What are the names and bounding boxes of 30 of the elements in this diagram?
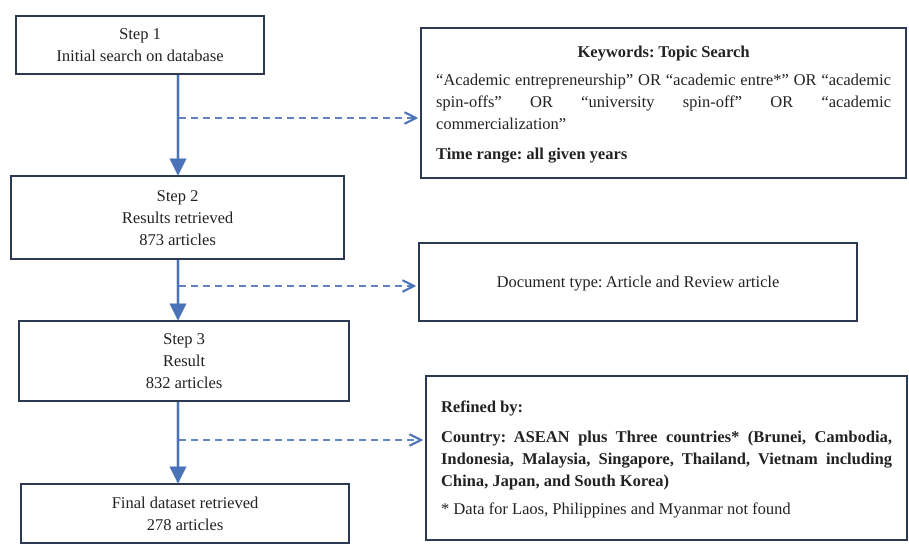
arrow — [169, 75, 187, 176]
box-heading: Step 1 — [118, 23, 162, 45]
box-text: 832 articles — [144, 372, 224, 394]
box-text: 873 articles — [138, 228, 217, 250]
process-box — [20, 483, 350, 544]
box-heading: Step 3 — [162, 328, 206, 350]
box-text: “Academic entrepreneurship” OR “academic entre*” OR “academic spin-offs” OR “university spin-off” OR “academic commercialization” — [436, 69, 891, 135]
box-heading: Keywords: Topic Search — [576, 41, 751, 63]
dashed-arrow — [179, 433, 422, 447]
box-heading: Step 2 — [156, 184, 200, 206]
process-box — [15, 15, 265, 75]
box-text: Document type: Article and Review article — [496, 271, 780, 293]
box-text: Results retrieved — [120, 206, 234, 228]
box-heading: Final dataset retrieved — [110, 492, 260, 514]
box-text: Result — [162, 350, 206, 372]
box-text: Country: ASEAN plus Three countries* (Brunei, Cambodia, Indonesia, Malaysia, Singapore, Thailand, Vietnam including China, Japan, and South Korea) — [441, 426, 892, 492]
dashed-arrow — [179, 279, 416, 293]
process-box — [418, 242, 858, 322]
dashed-arrow — [179, 111, 418, 125]
arrow — [169, 260, 187, 321]
process-box — [420, 27, 907, 179]
process-box — [10, 175, 345, 260]
process-box — [18, 320, 350, 402]
box-heading: Refined by: — [441, 396, 524, 418]
box-text: 278 articles — [146, 514, 224, 536]
box-text: * Data for Laos, Philippines and Myanmar not found — [441, 498, 792, 520]
box-text: Time range: all given years — [436, 143, 628, 165]
box-text: Initial search on database — [55, 45, 225, 67]
process-box — [425, 375, 908, 541]
arrow — [169, 402, 187, 484]
